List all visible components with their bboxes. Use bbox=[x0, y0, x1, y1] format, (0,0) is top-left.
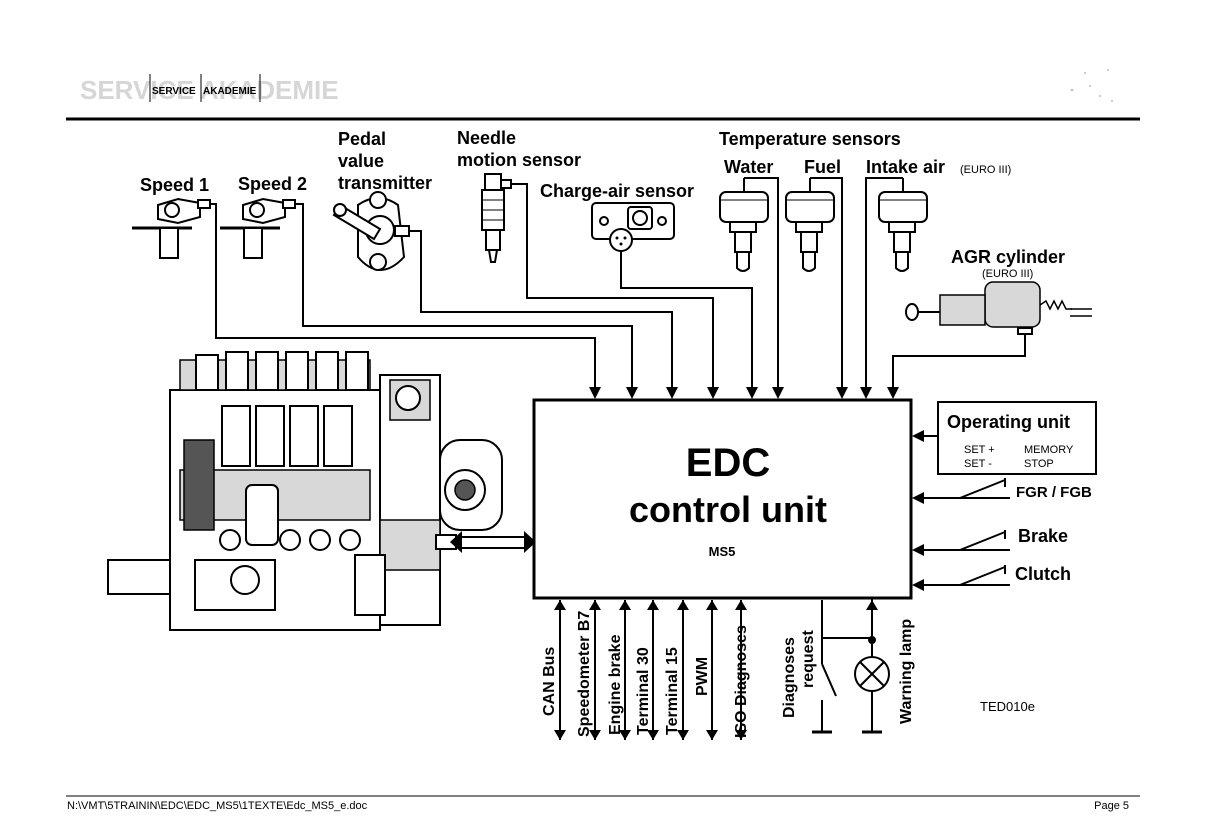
label-agr-euro: (EURO III) bbox=[982, 268, 1033, 280]
pump-bidirectional-link bbox=[450, 531, 536, 553]
control-unit-model: MS5 bbox=[709, 544, 736, 559]
control-unit-title-line2: control unit bbox=[629, 489, 827, 530]
output-pwm: PWM bbox=[694, 657, 711, 696]
intake-temp-sensor-icon bbox=[878, 178, 928, 272]
label-intake-euro: (EURO III) bbox=[960, 164, 1011, 176]
wire-pedal bbox=[409, 230, 673, 388]
output-terminal30: Terminal 30 bbox=[635, 647, 652, 735]
edc-control-unit: EDC control unit MS5 bbox=[532, 398, 913, 600]
wire-fuel bbox=[810, 177, 843, 388]
figure-code: TED010e bbox=[980, 699, 1035, 714]
operating-unit-memory: MEMORY bbox=[1024, 444, 1074, 456]
switch-clutch-label: Clutch bbox=[1015, 564, 1071, 584]
label-pedal-3: transmitter bbox=[338, 173, 432, 193]
diag-request-line2: request bbox=[800, 630, 817, 688]
wire-speed1 bbox=[210, 203, 596, 388]
footer-path: N:\VMT\5TRAININ\EDC\EDC_MS5\1TEXTE\Edc_M… bbox=[67, 800, 368, 812]
charge-air-sensor-icon bbox=[591, 202, 675, 252]
water-temp-sensor-icon bbox=[719, 178, 769, 272]
wire-charge-air bbox=[620, 251, 753, 388]
logo-watermark-text: SERVICE AKADEMIE bbox=[80, 75, 339, 105]
speed1-sensor-icon bbox=[132, 197, 211, 259]
agr-cylinder-icon bbox=[905, 281, 1092, 335]
wire-needle bbox=[511, 183, 714, 388]
label-temperature-sensors: Temperature sensors bbox=[719, 129, 901, 149]
label-needle-2: motion sensor bbox=[457, 150, 581, 170]
diagnoses-request-switch bbox=[812, 600, 872, 734]
output-lines bbox=[554, 600, 747, 740]
control-unit-title-line1: EDC bbox=[686, 441, 770, 485]
diag-request-line1: Diagnoses bbox=[781, 637, 798, 718]
label-needle-1: Needle bbox=[457, 128, 516, 148]
footer-page: Page 5 bbox=[1094, 800, 1129, 812]
wire-agr bbox=[892, 334, 1026, 388]
operating-unit-stop: STOP bbox=[1024, 458, 1054, 470]
label-pedal-1: Pedal bbox=[338, 129, 386, 149]
header-logo: SERVICE AKADEMIE SERVICE AKADEMIE bbox=[80, 74, 339, 105]
sensor-wiring bbox=[210, 177, 1026, 399]
pedal-transmitter-icon bbox=[332, 191, 410, 271]
operating-unit: Operating unit SET + SET - MEMORY STOP bbox=[912, 401, 1097, 475]
switch-fgr: FGR / FGB bbox=[912, 478, 1092, 504]
operating-unit-set-minus: SET - bbox=[964, 458, 992, 470]
speed2-sensor-icon bbox=[220, 197, 296, 259]
output-speedometer: Speedometer B7 bbox=[576, 611, 593, 737]
switch-clutch: Clutch bbox=[912, 564, 1071, 591]
operating-unit-set-plus: SET + bbox=[964, 444, 995, 456]
switch-fgr-label: FGR / FGB bbox=[1016, 484, 1092, 501]
logo-word-akademie: AKADEMIE bbox=[203, 86, 257, 97]
label-speed1: Speed 1 bbox=[140, 175, 209, 195]
warning-lamp-label: Warning lamp bbox=[898, 619, 915, 724]
wire-water bbox=[744, 177, 779, 388]
wire-intake bbox=[865, 177, 903, 388]
output-engine-brake: Engine brake bbox=[607, 634, 624, 735]
label-fuel: Fuel bbox=[804, 157, 841, 177]
output-can-bus: CAN Bus bbox=[541, 647, 558, 716]
warning-lamp-icon bbox=[854, 598, 890, 734]
label-water: Water bbox=[724, 157, 773, 177]
label-agr: AGR cylinder bbox=[951, 247, 1065, 267]
injection-pump-icon bbox=[107, 351, 503, 631]
output-iso-diagnoses: ISO Diagnoses bbox=[733, 625, 750, 738]
fuel-temp-sensor-icon bbox=[785, 178, 835, 272]
operating-unit-title: Operating unit bbox=[947, 412, 1070, 432]
output-terminal15: Terminal 15 bbox=[664, 647, 681, 735]
logo-word-service: SERVICE bbox=[152, 86, 196, 97]
label-pedal-2: value bbox=[338, 151, 384, 171]
header-corner-mark bbox=[1070, 69, 1113, 102]
label-charge-air: Charge-air sensor bbox=[540, 181, 694, 201]
label-intake-air: Intake air bbox=[866, 157, 945, 177]
switch-brake: Brake bbox=[912, 526, 1068, 556]
needle-sensor-icon bbox=[481, 173, 512, 263]
wire-speed2 bbox=[295, 203, 633, 388]
label-speed2: Speed 2 bbox=[238, 174, 307, 194]
switch-brake-label: Brake bbox=[1018, 526, 1068, 546]
